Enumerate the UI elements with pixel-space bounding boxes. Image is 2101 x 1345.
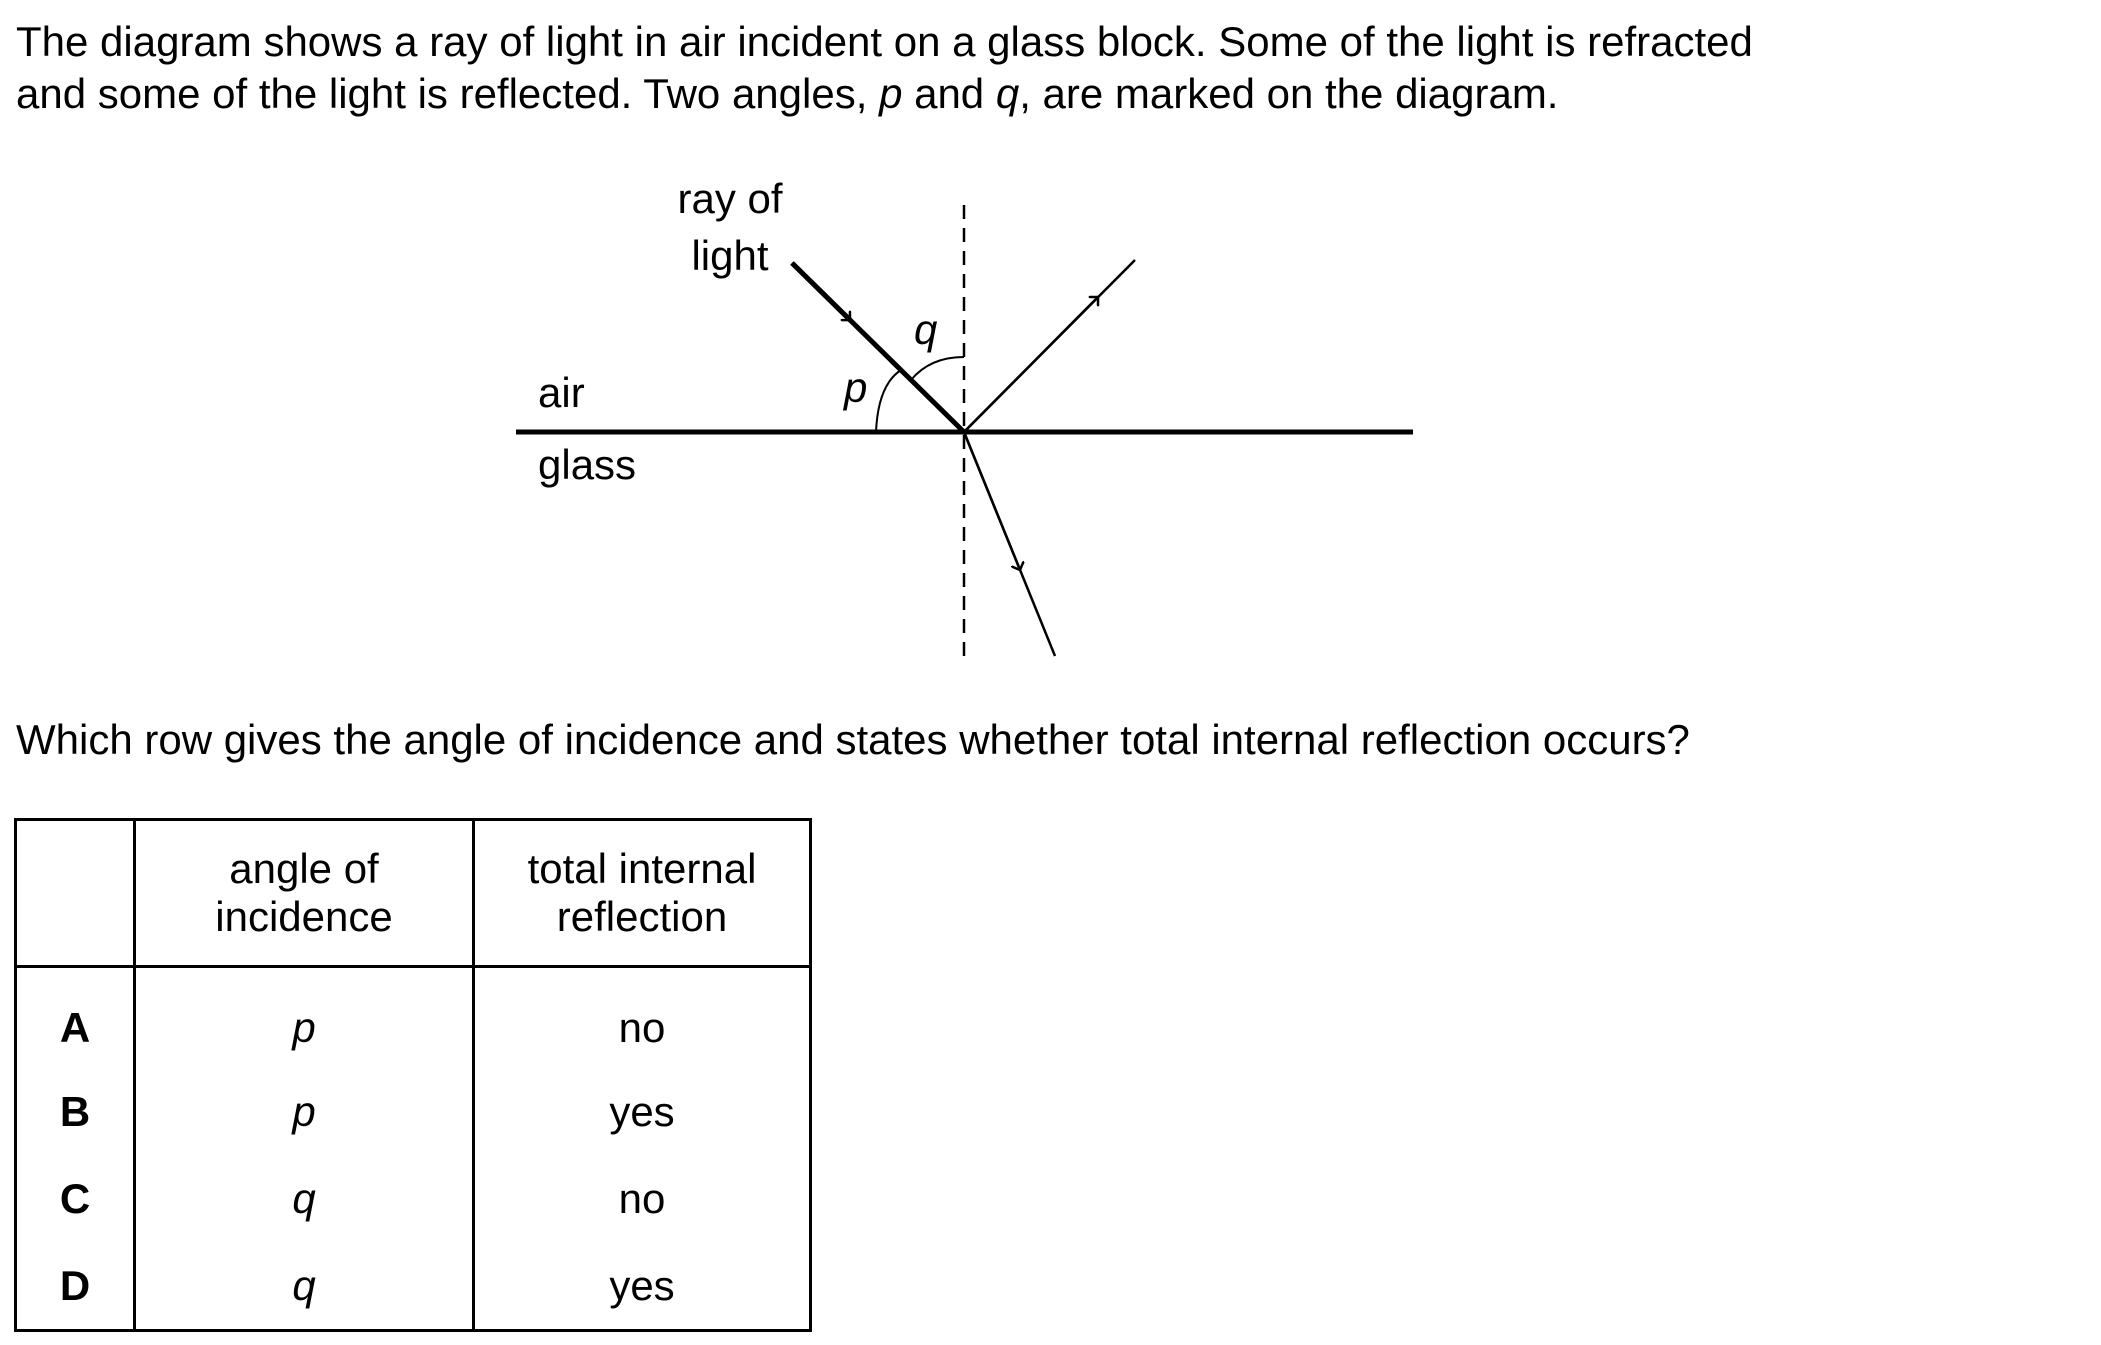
header-total-internal-reflection: total internal reflection — [472, 818, 812, 968]
intro-line-2: and some of the light is reflected. Two … — [16, 70, 1559, 117]
header-tir-line-1: total internal — [527, 845, 757, 892]
tir-cell: no — [472, 1155, 812, 1242]
option-label: C — [14, 1155, 136, 1242]
option-label: A — [14, 966, 136, 1068]
ray-label-line-2: light — [691, 232, 768, 279]
header-angle-line-2: incidence — [215, 893, 393, 940]
refracted-arrow — [962, 431, 1020, 570]
ray-label-line-1: ray of — [677, 175, 782, 222]
intro-text: The diagram shows a ray of light in air … — [16, 16, 1753, 120]
question-text: Which row gives the angle of incidence a… — [16, 716, 1690, 763]
table-row: B p yes — [14, 1068, 812, 1155]
angle-q-arc — [910, 356, 965, 381]
table-row: D q yes — [14, 1242, 812, 1332]
table-row: A p no — [14, 966, 812, 1068]
angle-q-label: q — [914, 306, 938, 353]
angle-cell: p — [133, 1068, 475, 1155]
header-angle-of-incidence: angle of incidence — [133, 818, 475, 968]
table-row: C q no — [14, 1155, 812, 1242]
tir-cell: yes — [472, 1242, 812, 1332]
intro-line-1: The diagram shows a ray of light in air … — [16, 18, 1753, 65]
angle-cell: q — [133, 1242, 475, 1332]
header-tir-line-2: reflection — [556, 893, 728, 940]
refraction-diagram: ray of light air glass p q — [516, 175, 1413, 660]
answer-table: angle of incidence total internal reflec… — [14, 818, 812, 1332]
angle-p-label: p — [842, 364, 867, 411]
glass-label: glass — [538, 441, 636, 488]
reflected-arrow — [963, 297, 1098, 433]
header-option — [14, 818, 136, 968]
angle-p-arc — [875, 369, 902, 433]
air-label: air — [538, 369, 585, 416]
tir-cell: no — [472, 966, 812, 1068]
tir-cell: yes — [472, 1068, 812, 1155]
angle-cell: q — [133, 1155, 475, 1242]
option-label: D — [14, 1242, 136, 1332]
option-label: B — [14, 1068, 136, 1155]
header-angle-line-1: angle of — [229, 845, 379, 892]
incident-arrow — [790, 261, 852, 322]
angle-cell: p — [133, 966, 475, 1068]
table-header-row: angle of incidence total internal reflec… — [14, 818, 812, 968]
